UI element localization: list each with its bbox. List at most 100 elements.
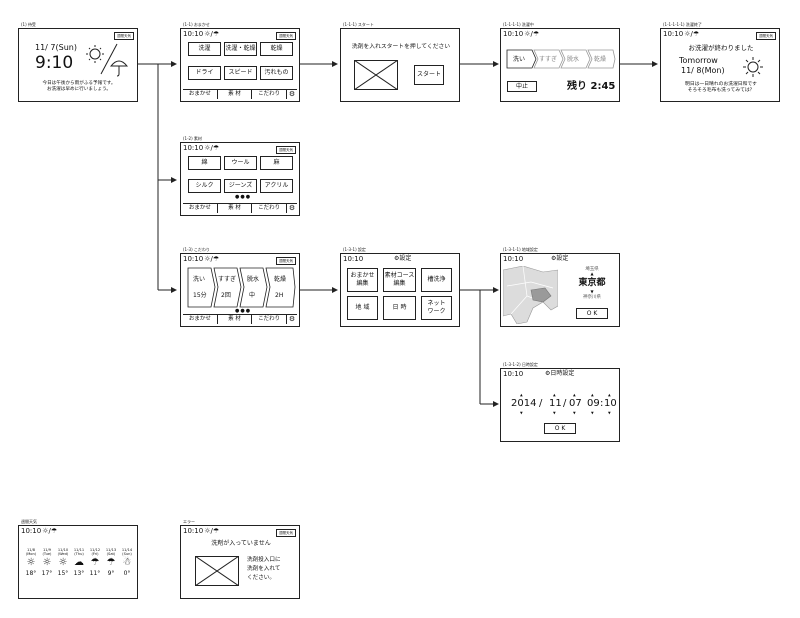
caption-error: エラー — [183, 519, 195, 524]
finished-message-line-1: 明日は一日晴れのお洗濯日和です — [685, 82, 757, 87]
status-time: 10:10 — [183, 144, 204, 152]
weekly-weather-button[interactable]: 週間天気 — [114, 32, 134, 40]
custom-step-rinse-value[interactable]: 2回 — [221, 292, 231, 299]
region-prev[interactable]: 埼玉県 — [585, 267, 599, 272]
tab-custom[interactable]: こだわり — [252, 315, 288, 324]
course-button-wash-dry[interactable]: 洗濯・乾燥 — [224, 42, 257, 56]
screen-standby: 週間天気 11/ 7(Sun) 9:10 今日は午後から雨がふる予報です。 お洗… — [18, 28, 138, 102]
status-bar: 10:10 ☼/☂ — [183, 255, 219, 264]
status-time: 10:10 — [21, 527, 42, 535]
weekly-weather-button[interactable]: 週間天気 — [276, 32, 296, 40]
screen-material: 10:10 ☼/☂ 週間天気 綿 ウール 麻 シルク ジーンズ アクリル ●●●… — [180, 142, 300, 216]
datetime-hour[interactable]: 09 — [587, 398, 600, 409]
weekly-weather-button[interactable]: 週間天気 — [276, 529, 296, 537]
tab-material[interactable]: 素 材 — [218, 315, 253, 324]
start-instruction: 洗剤を入れスタートを押してください — [351, 44, 451, 50]
sun-icon — [743, 57, 763, 77]
region-title-text: 設定 — [556, 255, 569, 262]
forecast-dow: (Sat) — [106, 552, 116, 556]
datetime-button[interactable]: 日 時 — [383, 296, 416, 320]
forecast-temp: 15° — [57, 570, 69, 577]
minute-down-icon[interactable]: ▼ — [608, 411, 611, 415]
error-message-line-2: 洗剤を入れて — [247, 566, 281, 572]
month-up-icon[interactable]: ▲ — [553, 393, 556, 397]
course-button-heavy-soil[interactable]: 汚れもの — [260, 66, 293, 80]
course-button-wash[interactable]: 洗濯 — [188, 42, 221, 56]
material-button-wool[interactable]: ウール — [224, 156, 257, 170]
region-ok-button[interactable]: O K — [576, 308, 608, 319]
material-button-jeans[interactable]: ジーンズ — [224, 179, 257, 193]
material-button-acrylic[interactable]: アクリル — [260, 179, 293, 193]
edit-material-course-button[interactable]: 素材コース 編集 — [383, 268, 416, 292]
region-next[interactable]: 神奈川県 — [583, 295, 601, 300]
course-button-speed[interactable]: スピード — [224, 66, 257, 80]
tab-omakase[interactable]: おまかせ — [183, 90, 218, 99]
gear-icon: ⚙ — [551, 255, 557, 262]
custom-step-wash-value[interactable]: 15分 — [193, 292, 207, 299]
tab-material[interactable]: 素 材 — [218, 90, 253, 99]
year-up-icon[interactable]: ▲ — [520, 393, 523, 397]
status-bar: 10:10 — [343, 255, 363, 264]
month-down-icon[interactable]: ▼ — [553, 411, 556, 415]
course-button-dry[interactable]: 乾燥 — [260, 42, 293, 56]
minute-up-icon[interactable]: ▲ — [608, 393, 611, 397]
datetime-minute[interactable]: 10 — [604, 398, 617, 409]
course-button-dry-clean[interactable]: ドライ — [188, 66, 221, 80]
tub-clean-button[interactable]: 槽洗浄 — [421, 268, 452, 292]
forecast-day: 11/10 (Wed) ☼ 15° — [55, 548, 71, 594]
material-button-cotton[interactable]: 綿 — [188, 156, 221, 170]
datetime-title: ⚙日時設定 — [545, 370, 574, 378]
datetime-ok-button[interactable]: O K — [544, 423, 576, 434]
start-button[interactable]: スタート — [414, 65, 444, 85]
settings-title-text: 設定 — [399, 255, 412, 262]
datetime-title-text: 日時設定 — [550, 370, 575, 377]
stop-button[interactable]: 中止 — [507, 81, 537, 92]
chevron-up-icon[interactable]: ▲ — [590, 271, 594, 276]
tab-material[interactable]: 素 材 — [218, 204, 253, 213]
step-wash: 洗い — [513, 56, 526, 63]
tab-omakase[interactable]: おまかせ — [183, 315, 218, 324]
forecast-dow: (Thu) — [74, 552, 84, 556]
forecast-dow: (Tue) — [42, 552, 52, 556]
forecast-date: 11/9 — [42, 548, 52, 552]
gear-icon: ⚙ — [394, 255, 400, 262]
material-button-linen[interactable]: 麻 — [260, 156, 293, 170]
region-button[interactable]: 地 域 — [347, 296, 378, 320]
datetime-month[interactable]: 11 — [549, 398, 562, 409]
chevron-down-icon[interactable]: ▼ — [590, 289, 594, 294]
material-button-silk[interactable]: シルク — [188, 179, 221, 193]
gear-icon: ⚙ — [545, 370, 551, 377]
tab-omakase[interactable]: おまかせ — [183, 204, 218, 213]
gear-icon[interactable]: ⚙ — [288, 204, 296, 212]
time-separator: : — [600, 398, 604, 409]
custom-step-spin-value[interactable]: 中 — [249, 292, 256, 299]
day-up-icon[interactable]: ▲ — [573, 393, 576, 397]
weather-status-icon: ☼/☂ — [524, 30, 540, 38]
tab-custom[interactable]: こだわり — [252, 204, 288, 213]
weekly-weather-button[interactable]: 週間天気 — [276, 257, 296, 265]
status-bar: 10:10 — [503, 255, 523, 264]
gear-icon[interactable]: ⚙ — [288, 90, 296, 98]
status-bar: 10:10 ☼/☂ — [183, 527, 219, 536]
forecast-date: 11/11 — [73, 548, 85, 552]
hour-down-icon[interactable]: ▼ — [591, 411, 594, 415]
gear-icon[interactable]: ⚙ — [288, 315, 296, 323]
year-down-icon[interactable]: ▼ — [520, 411, 523, 415]
tab-custom[interactable]: こだわり — [252, 90, 288, 99]
weekly-weather-button[interactable]: 週間天気 — [276, 146, 296, 154]
edit-omakase-button[interactable]: おまかせ 編集 — [347, 268, 378, 292]
umbrella-icon: ☂ — [106, 557, 116, 568]
weekly-weather-button[interactable]: 週間天気 — [756, 32, 776, 40]
forecast-day: 11/11 (Thu) ☁ 13° — [71, 548, 87, 594]
caption-material: (1-2) 素材 — [183, 136, 202, 141]
status-bar: 10:10 ☼/☂ — [503, 30, 539, 39]
datetime-year[interactable]: 2014 — [511, 398, 537, 409]
custom-step-dry-value[interactable]: 2H — [275, 292, 284, 299]
datetime-day[interactable]: 07 — [569, 398, 582, 409]
network-button[interactable]: ネット ワーク — [421, 296, 452, 320]
umbrella-icon: ☂ — [90, 557, 100, 568]
status-time: 10:10 — [663, 30, 684, 38]
day-down-icon[interactable]: ▼ — [573, 411, 576, 415]
caption-omakase: (1-1) おまかせ — [183, 22, 210, 27]
hour-up-icon[interactable]: ▲ — [591, 393, 594, 397]
